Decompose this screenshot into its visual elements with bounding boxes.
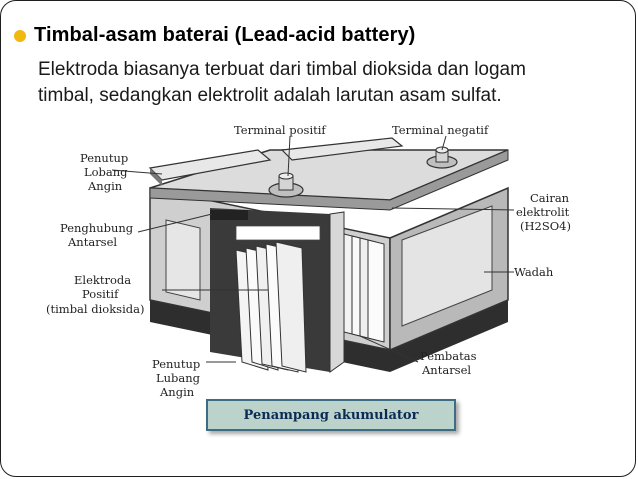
label-penutup-bot-2: Lubang <box>156 371 201 385</box>
label-cairan-2: elektrolit <box>516 205 570 219</box>
label-terminal-positif: Terminal positif <box>234 123 326 137</box>
label-penutup-bot-1: Penutup <box>152 357 200 371</box>
vent-cover-left-side <box>150 168 162 186</box>
battery-base <box>150 300 508 372</box>
label-pembatas-1: Pembatas <box>420 349 477 363</box>
slide-heading: Timbal-asam baterai (Lead-acid battery) <box>34 24 416 46</box>
cell-connector-strap <box>210 210 248 220</box>
positive-terminal-cap <box>278 172 294 180</box>
battery-cross-section-diagram: Terminal positif Terminal negatif Penutu… <box>46 123 571 399</box>
label-leader-lines <box>111 135 515 363</box>
case-window-left <box>165 219 201 301</box>
label-cairan-3: (H2SO4) <box>520 219 571 233</box>
label-penutup-top-3: Angin <box>87 179 123 193</box>
label-terminal-negatif: Terminal negatif <box>392 123 489 137</box>
label-penghubung-2: Antarsel <box>67 235 117 249</box>
label-elektroda-1: Elektroda <box>74 273 131 287</box>
cell-separator-wall <box>329 211 345 373</box>
slide-body: Elektroda biasanya terbuat dari timbal d… <box>38 57 634 109</box>
label-cairan-1: Cairan <box>530 191 570 205</box>
label-penutup-top-2: Lobang <box>84 165 128 179</box>
label-penutup-bot-3: Angin <box>159 385 195 399</box>
positive-electrode-plates <box>235 241 307 373</box>
electrolyte-region <box>235 225 321 241</box>
body-line-2: timbal, sedangkan elektrolit adalah laru… <box>38 85 502 106</box>
lid-edge <box>149 149 509 211</box>
negative-electrode-plates <box>343 233 385 343</box>
label-penutup-top-1: Penutup <box>80 151 128 165</box>
body-line-1: Elektroda biasanya terbuat dari timbal d… <box>38 59 526 80</box>
diagram-caption-box: Penampang akumulator <box>206 399 456 431</box>
label-pembatas-2: Antarsel <box>421 363 471 377</box>
label-elektroda-3: (timbal dioksida) <box>46 302 144 316</box>
heading-row: Timbal-asam baterai (Lead-acid battery) <box>14 24 415 47</box>
case-window-right <box>401 205 493 327</box>
bullet-icon <box>14 29 26 42</box>
diagram-caption: Penampang akumulator <box>243 407 419 423</box>
label-elektroda-2: Positif <box>82 287 119 301</box>
label-wadah: Wadah <box>514 265 554 279</box>
label-penghubung-1: Penghubung <box>60 221 134 235</box>
